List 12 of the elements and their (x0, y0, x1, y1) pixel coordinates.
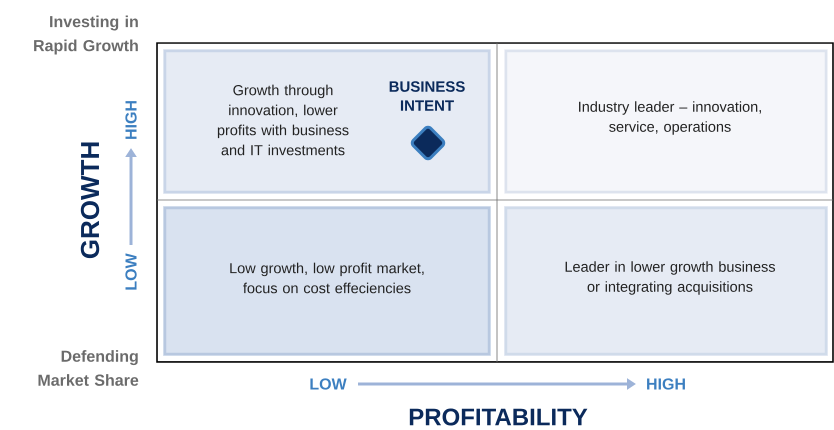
quadrant-box: Industry leader – innovation, service, operations (504, 49, 828, 194)
axis-end-label: Defending Market Share (38, 350, 138, 386)
axis-level-label: LOW (310, 378, 347, 390)
marker-label: BUSINESS INTENT (390, 81, 465, 111)
quadrant-box: Low growth, low profit market, focus on cost effeciencies (163, 206, 491, 356)
axis-end-label: Investing in Rapid Growth (34, 16, 138, 54)
quadrant-box: Leader in lower growth business or integrating acquisitions (504, 206, 828, 356)
axis-level-label: HIGH (647, 378, 685, 390)
axis-title: GROWTH (80, 142, 100, 258)
axis-title: PROFITABILITY (410, 408, 588, 426)
axis-level-label: LOW (125, 253, 137, 290)
axis-level-label: HIGH (125, 101, 137, 139)
